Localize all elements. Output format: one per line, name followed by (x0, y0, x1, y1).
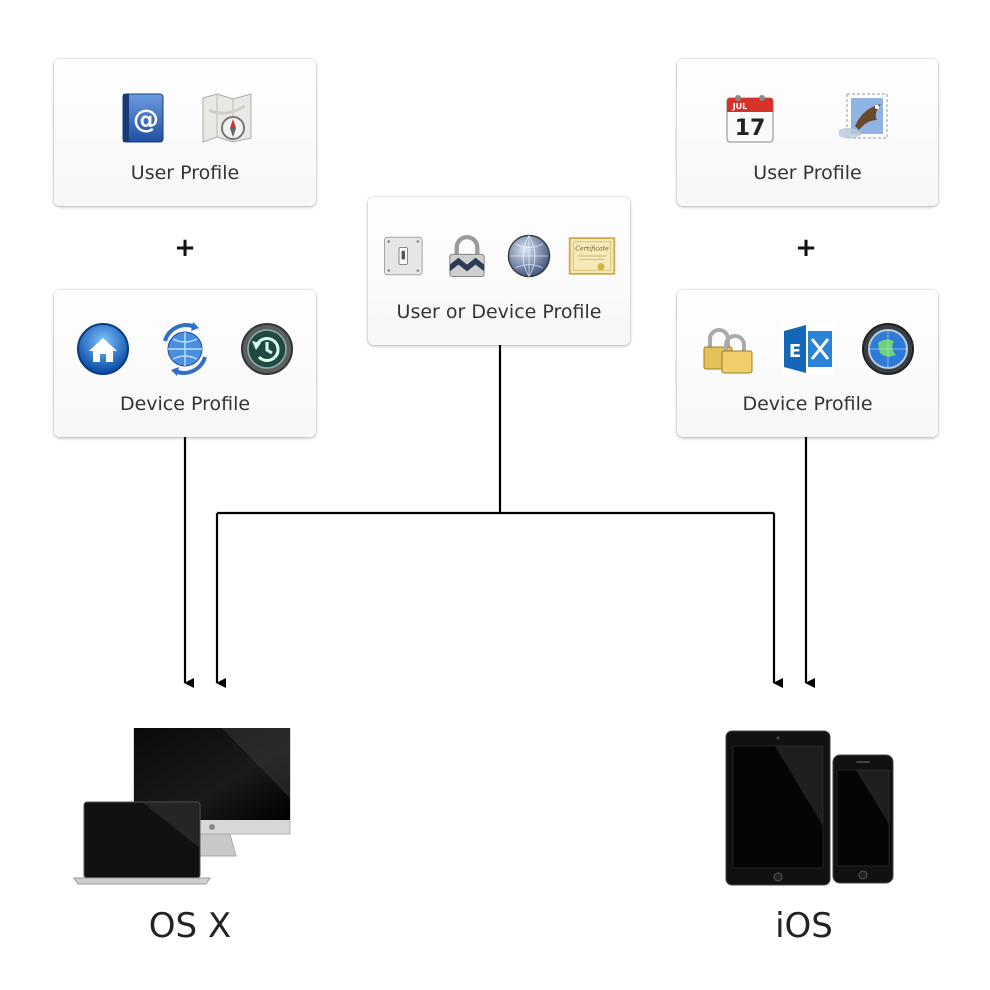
ios-device-profile-card: E Device Profile (677, 290, 938, 437)
time-machine-icon (241, 323, 293, 375)
network-globe-icon (507, 234, 551, 278)
osx-platform-label: OS X (148, 906, 232, 946)
shared-profile-card: Certificate User or Device Profile (368, 197, 630, 345)
home-network-icon (77, 323, 129, 375)
calendar-icon: JUL 17 (726, 95, 773, 143)
osx-device-profile-card: Device Profile (54, 290, 316, 437)
maps-compass-icon (202, 93, 252, 143)
calendar-day: 17 (734, 116, 765, 141)
ios-plus-sign: + (795, 233, 817, 263)
exchange-icon: E (781, 323, 834, 375)
network-sync-icon (163, 322, 207, 376)
ipad-icon (725, 730, 831, 886)
ios-user-profile-card: JUL 17 User Profile (677, 59, 938, 206)
mail-stamp-icon (838, 93, 887, 139)
svg-text:@: @ (133, 105, 159, 135)
svg-text:E: E (788, 341, 800, 362)
macbook-icon (73, 801, 211, 885)
globe-aperture-icon (861, 323, 914, 375)
calendar-month: JUL (731, 102, 747, 111)
address-book-icon: @ (122, 93, 164, 143)
certificate-title: Certificate (575, 246, 609, 253)
shared-profile-label: User or Device Profile (396, 301, 602, 323)
osx-user-profile-card: @ User Profile (54, 59, 316, 206)
double-lock-icon (703, 328, 752, 374)
iphone-icon (832, 754, 894, 884)
certificate-icon: Certificate (568, 237, 616, 275)
ios-platform-label: iOS (775, 906, 833, 946)
ios-user-profile-label: User Profile (753, 162, 862, 184)
osx-device-profile-label: Device Profile (119, 393, 251, 415)
osx-user-profile-label: User Profile (130, 162, 240, 184)
imac-icon (133, 728, 291, 857)
osx-plus-sign: + (174, 233, 196, 263)
toggle-switch-icon (384, 236, 423, 276)
ios-device-profile-label: Device Profile (742, 393, 873, 415)
padlock-icon (449, 235, 485, 277)
